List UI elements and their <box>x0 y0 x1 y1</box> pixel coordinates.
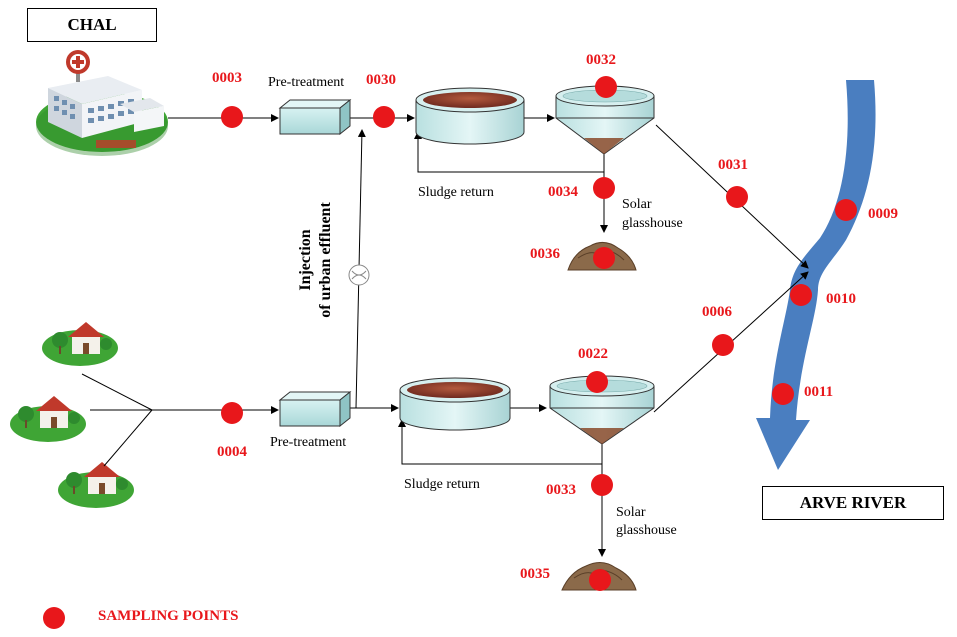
code-0003: 0003 <box>212 70 242 86</box>
hospital-illustration <box>36 50 168 156</box>
solar-glasshouse-label-top-2: glasshouse <box>622 216 683 231</box>
sampling-point-0033 <box>591 474 613 496</box>
chal-title-box: CHAL <box>27 8 157 42</box>
pretreatment-box-bottom <box>278 390 352 428</box>
house-middle <box>10 396 86 442</box>
sampling-point-0035 <box>589 569 611 591</box>
aeration-tank-top <box>415 87 525 145</box>
pretreatment-box-top <box>278 98 352 136</box>
pretreatment-label-bottom: Pre-treatment <box>270 435 347 450</box>
house-bottom <box>58 462 134 508</box>
pretreatment-label-top: Pre-treatment <box>268 75 345 90</box>
house-top <box>42 322 118 366</box>
sampling-point-0011 <box>772 383 794 405</box>
code-0036: 0036 <box>530 246 560 262</box>
houses-illustration <box>10 322 153 508</box>
arve-river-box: ARVE RIVER <box>762 486 944 520</box>
arve-river <box>756 80 876 470</box>
sampling-point-0009 <box>835 199 857 221</box>
sampling-point-0032 <box>595 76 617 98</box>
sludge-return-label-bottom: Sludge return <box>404 477 480 492</box>
sampling-point-0004 <box>221 402 243 424</box>
sampling-point-0030 <box>373 106 395 128</box>
sampling-point-0034 <box>593 177 615 199</box>
sampling-point-0022 <box>586 371 608 393</box>
code-0035: 0035 <box>520 566 550 582</box>
code-0011: 0011 <box>804 384 834 400</box>
code-0031: 0031 <box>718 157 748 173</box>
code-0030: 0030 <box>366 72 396 88</box>
injection-label: Injection of urban effluent <box>297 202 334 318</box>
solar-glasshouse-label-bottom-2: glasshouse <box>616 523 677 538</box>
legend-sampling-dot <box>43 607 65 629</box>
code-0010: 0010 <box>826 291 856 307</box>
sampling-point-0031 <box>726 186 748 208</box>
sludge-return-label-top: Sludge return <box>418 185 494 200</box>
sampling-point-0003 <box>221 106 243 128</box>
solar-glasshouse-label-top-1: Solar <box>622 197 652 212</box>
code-0009: 0009 <box>868 206 898 222</box>
aeration-tank-bottom <box>399 377 511 431</box>
code-0032: 0032 <box>586 52 616 68</box>
sampling-point-0010 <box>790 284 812 306</box>
sampling-points <box>43 76 857 629</box>
river-shape <box>756 80 876 470</box>
code-0034: 0034 <box>548 184 578 200</box>
code-0006: 0006 <box>702 304 732 320</box>
injection-pump-icon <box>348 264 370 286</box>
sampling-point-0036 <box>593 247 615 269</box>
sampling-point-0006 <box>712 334 734 356</box>
legend-label: SAMPLING POINTS <box>98 608 239 624</box>
code-0004: 0004 <box>217 444 247 460</box>
injection-label-line1: Injection <box>297 229 314 290</box>
code-0022: 0022 <box>578 346 608 362</box>
code-0033: 0033 <box>546 482 576 498</box>
solar-glasshouse-label-bottom-1: Solar <box>616 505 646 520</box>
injection-label-line2: of urban effluent <box>317 202 334 318</box>
